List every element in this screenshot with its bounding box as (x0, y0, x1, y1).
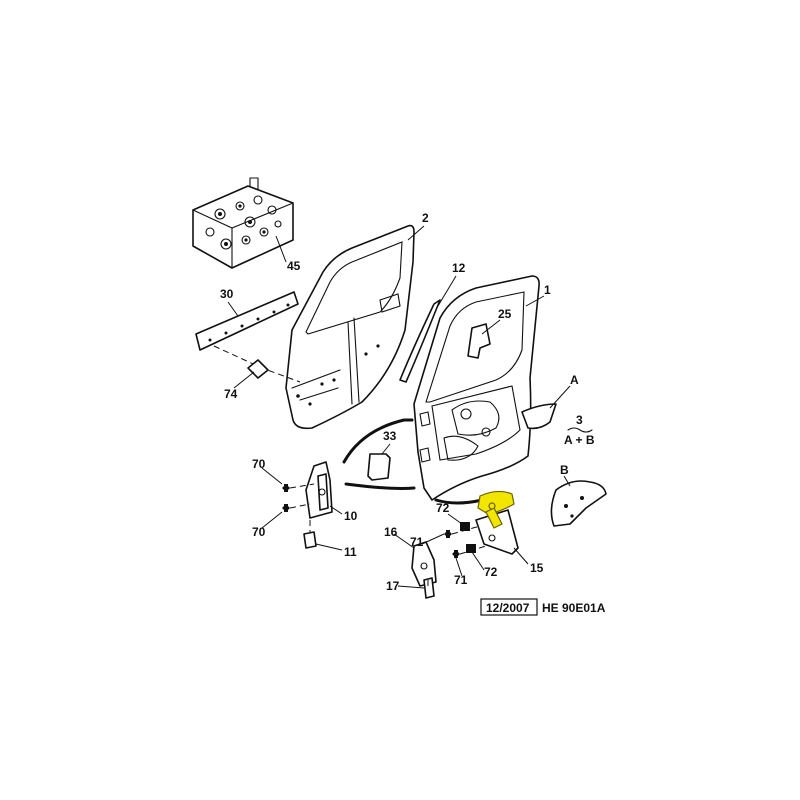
callout-3: 3 (576, 413, 583, 427)
clip-kit-box (192, 177, 294, 269)
insulation-pad-b (550, 480, 607, 527)
footer-reference: HE 90E01A (542, 601, 606, 615)
callout-11: 11 (344, 545, 357, 559)
trim-clip (247, 359, 269, 379)
callout-12: 12 (452, 261, 466, 275)
door-seal-side (434, 498, 484, 505)
upper-hinge (305, 461, 333, 519)
callout-70-upper: 70 (252, 457, 266, 471)
footer-date: 12/2007 (486, 601, 530, 615)
callout-71-upper: 71 (410, 535, 424, 549)
hinge-bolt-11 (303, 531, 317, 549)
diagram-footer: 12/2007 HE 90E01A (480, 598, 606, 616)
insulation-pad-a (521, 403, 557, 430)
callout-25: 25 (498, 307, 512, 321)
callout-3-sub: A + B (564, 433, 595, 447)
cross-fastener-71-lower (452, 550, 460, 558)
callout-15: 15 (530, 561, 544, 575)
callout-72-lower: 72 (484, 565, 498, 579)
door-stop-33 (367, 453, 391, 481)
spacer-72-upper (460, 522, 470, 531)
callout-72-upper: 72 (436, 501, 450, 515)
cross-fastener-70-lower (282, 504, 290, 512)
callout-2: 2 (422, 211, 429, 225)
callout-1: 1 (544, 283, 551, 297)
callout-10: 10 (344, 509, 358, 523)
cross-fastener-71-upper (444, 530, 452, 538)
callout-74: 74 (224, 387, 238, 401)
window-seal-strip (399, 299, 441, 383)
callout-17: 17 (386, 579, 400, 593)
door-seal-lower (344, 482, 416, 490)
spacer-72-lower (466, 544, 476, 553)
trim-strip (195, 291, 299, 351)
leader-lines (227, 225, 571, 589)
callout-70-lower: 70 (252, 525, 266, 539)
callout-33: 33 (383, 429, 397, 443)
callout-3-tilde (567, 427, 593, 433)
callout-71-lower: 71 (454, 573, 468, 587)
door-check-bracket (475, 509, 519, 555)
door-check-strap-highlighted (477, 490, 515, 529)
callout-A: A (570, 373, 579, 387)
cross-fastener-70-upper (282, 484, 290, 492)
callout-B: B (560, 463, 569, 477)
callout-30: 30 (220, 287, 234, 301)
callout-16: 16 (384, 525, 398, 539)
outer-door-panel (285, 224, 415, 430)
callout-45: 45 (287, 259, 301, 273)
door-seal-upper (342, 418, 414, 464)
hinge-pin-17 (423, 577, 435, 599)
